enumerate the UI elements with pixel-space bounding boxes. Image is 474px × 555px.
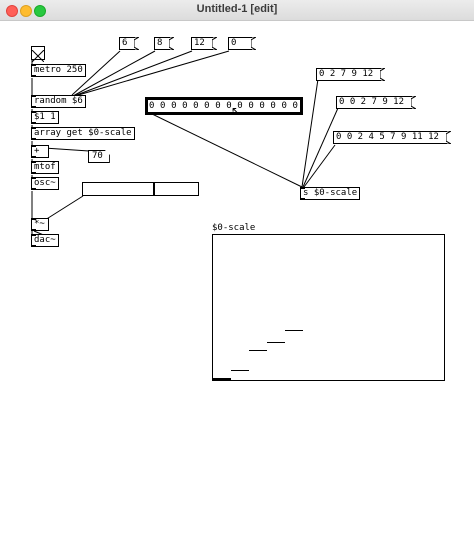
osc-object[interactable]: osc~ [31,177,59,190]
cord-m8-random [72,50,156,97]
cord-row-send [147,111,303,188]
multiply-signal-object[interactable]: *~ [31,218,49,231]
close-window-button[interactable] [6,5,18,17]
message-flag-icon [411,96,417,109]
message-12[interactable]: 12 [191,37,217,50]
message-6[interactable]: 6 [119,37,140,50]
list-message-row-text: 0 0 0 0 0 0 0 0 0 0 0 0 0 0 0 0 0 [149,101,298,111]
cord-m6-random [71,50,121,96]
dac-object[interactable]: dac~ [31,234,59,247]
array-bar [249,349,267,352]
message-flag-icon [134,37,140,50]
send-object[interactable]: s $0-scale [300,187,361,200]
message-flag-icon [445,131,451,144]
cord-m0-random [74,50,230,97]
message-scale-3-label: 0 0 2 4 5 7 9 11 12 [336,132,439,142]
cord-num-add [43,147,90,152]
message-scale-1[interactable]: 0 2 7 9 12 [316,68,386,81]
cord-m12-random [73,50,193,97]
cord-scale2-send [302,107,339,188]
array-bar [267,341,285,344]
patch-cords [31,50,339,237]
message-scale-3[interactable]: 0 0 2 4 5 7 9 11 12 [333,131,451,144]
message-scale-2-label: 0 0 2 7 9 12 [339,97,405,107]
message-8-label: 8 [157,38,163,48]
number-box[interactable]: 70 [88,150,110,163]
message-flag-icon [251,37,257,50]
bang-x-icon [31,49,45,63]
random-object[interactable]: random $6 [31,95,86,108]
message-flag-icon [211,37,217,50]
message-12-label: 12 [194,38,205,48]
array-graph[interactable] [212,234,445,381]
message-0[interactable]: 0 [228,37,257,50]
message-scale-1-label: 0 2 7 9 12 [319,69,374,79]
list-message-row[interactable]: 0 0 0 0 0 0 0 0 0 0 0 0 0 0 0 0 0 [145,97,303,115]
array-bar [231,369,249,372]
bang-button[interactable] [31,46,45,63]
patch-canvas[interactable]: metro 250 random $6 $1 1 array get $0-sc… [0,21,474,555]
message-flag-icon [380,68,386,81]
array-bar [285,329,303,332]
slider-knob[interactable] [153,183,155,195]
message-scale-2[interactable]: 0 0 2 7 9 12 [336,96,417,109]
add-object[interactable]: + [31,145,49,158]
cord-scale1-send [301,78,319,188]
message-6-label: 6 [122,38,128,48]
zoom-window-button[interactable] [34,5,46,17]
mouse-pointer-icon: ↖ [231,104,242,118]
array-get-object[interactable]: array get $0-scale [31,127,135,140]
message-0-label: 0 [231,38,237,48]
cord-scale3-send [303,144,336,188]
title-bar[interactable]: Untitled-1 [edit] [0,0,474,21]
array-bar [213,378,231,380]
trigger-message[interactable]: $1 1 [31,111,59,124]
message-flag-icon [169,37,175,50]
minimize-window-button[interactable] [20,5,32,17]
message-8[interactable]: 8 [154,37,175,50]
volume-slider[interactable] [82,182,199,196]
array-name-label: $0-scale [212,223,256,233]
metro-object[interactable]: metro 250 [31,64,86,77]
cord-slider-mult [44,195,84,221]
mtof-object[interactable]: mtof [31,161,59,174]
window-title: Untitled-1 [edit] [196,3,278,15]
